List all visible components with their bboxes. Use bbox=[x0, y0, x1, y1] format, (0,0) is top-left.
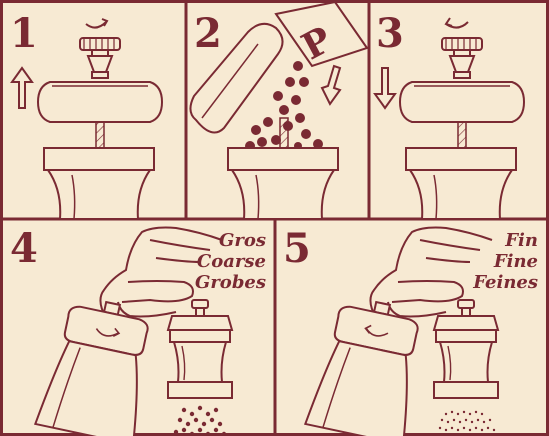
ground-pepper-coarse bbox=[174, 406, 226, 436]
ground-pepper-fine bbox=[439, 411, 495, 431]
arrow-down-icon bbox=[375, 68, 395, 108]
grind-label-coarse-en: Coarse bbox=[197, 251, 266, 272]
mill-upright bbox=[434, 300, 498, 398]
mill-screw bbox=[458, 122, 466, 148]
grind-label-fine-de: Feines bbox=[472, 272, 538, 293]
mill-head bbox=[400, 82, 524, 122]
panel-step-2: 2 P bbox=[190, 2, 367, 219]
grind-label-fine-en: Fine bbox=[493, 251, 538, 272]
mill-upright bbox=[168, 300, 232, 398]
mill-tilted bbox=[305, 293, 431, 436]
mill-body bbox=[44, 148, 154, 219]
step-number-3: 3 bbox=[376, 10, 404, 57]
panel-step-5: 5 Fin Fine Feines bbox=[283, 225, 538, 436]
mill-screw bbox=[280, 118, 288, 148]
arrow-up-icon bbox=[12, 68, 32, 108]
grind-label-coarse-fr: Gros bbox=[219, 230, 266, 251]
grind-label-fine-fr: Fin bbox=[504, 230, 538, 251]
mill-knob bbox=[80, 38, 120, 78]
step-number-5: 5 bbox=[283, 225, 311, 272]
step-number-2: 2 bbox=[194, 10, 222, 57]
mill-screw bbox=[96, 122, 104, 148]
rotate-arrow-icon bbox=[446, 18, 468, 28]
arrow-down-icon bbox=[322, 66, 340, 104]
mill-body bbox=[406, 148, 516, 219]
pepper-sachet: P bbox=[276, 2, 367, 68]
panel-step-3: 3 bbox=[375, 10, 524, 219]
rotate-arrow-icon bbox=[86, 19, 107, 28]
step-number-1: 1 bbox=[10, 10, 38, 57]
mill-tilted bbox=[35, 293, 161, 436]
panel-step-4: 4 Gros Coarse Grobes bbox=[10, 225, 266, 436]
step-number-4: 4 bbox=[10, 225, 38, 272]
grind-label-coarse-de: Grobes bbox=[195, 272, 266, 293]
mill-body bbox=[228, 148, 338, 219]
panel-step-1: 1 bbox=[10, 10, 162, 219]
mill-head bbox=[38, 82, 162, 122]
mill-knob bbox=[442, 38, 482, 78]
